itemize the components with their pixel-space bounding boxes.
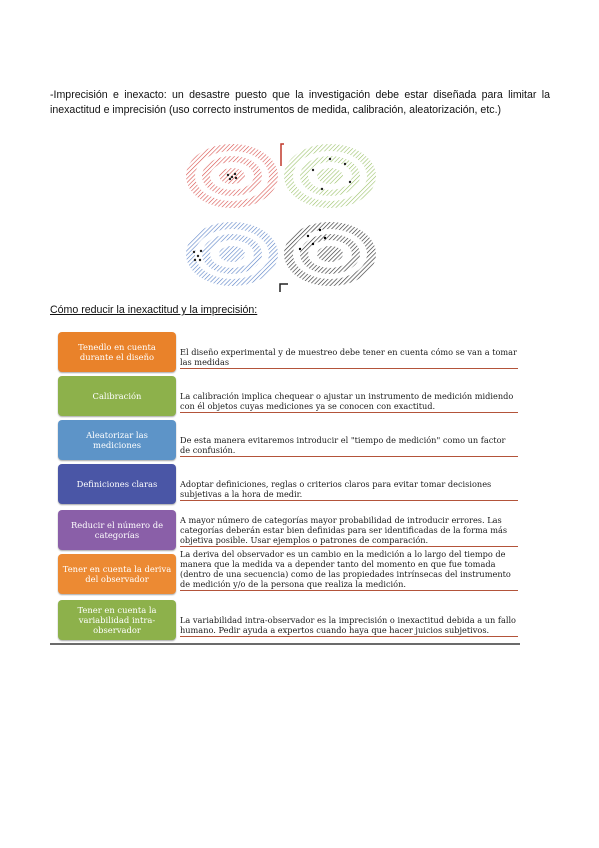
strategy-description: De esta manera evitaremos introducir el … [180, 435, 518, 457]
target-accurate-precise [186, 144, 278, 208]
strategy-label: Definiciones claras [58, 464, 176, 504]
strategy-label: Calibración [58, 376, 176, 416]
target-inaccurate [186, 222, 278, 286]
strategy-description: Adoptar definiciones, reglas o criterios… [180, 479, 518, 501]
strategy-label: Aleatorizar las mediciones [58, 420, 176, 460]
targets-illustration [186, 143, 376, 292]
strategy-row: Tenedlo en cuenta durante el diseño El d… [58, 332, 518, 372]
table-bottom-rule [50, 643, 520, 645]
strategy-row: Tener en cuenta la variabilidad intra-ob… [58, 600, 518, 640]
strategy-row: Reducir el número de categorías A mayor … [58, 510, 518, 550]
strategy-description: A mayor número de categorías mayor proba… [180, 515, 518, 547]
strategy-description: La variabilidad intra-observador es la i… [180, 615, 518, 637]
corner-mark [280, 143, 284, 166]
strategy-description: La calibración implica chequear o ajusta… [180, 391, 518, 413]
strategy-description: La deriva del observador es un cambio en… [180, 549, 518, 591]
strategy-row: Definiciones claras Adoptar definiciones… [58, 464, 518, 504]
strategy-label: Tener en cuenta la variabilidad intra-ob… [58, 600, 176, 640]
strategy-row: Tener en cuenta la deriva del observador… [58, 549, 518, 594]
target-inaccurate-imprecise [284, 222, 376, 286]
accuracy-precision-targets [180, 134, 380, 294]
strategy-description: El diseño experimental y de muestreo deb… [180, 347, 518, 369]
intro-paragraph: -Imprecisión e inexacto: un desastre pue… [50, 89, 550, 116]
section-heading: Cómo reducir la inexactitud y la impreci… [50, 304, 258, 316]
corner-mark-bottom [279, 283, 288, 292]
strategy-row: Calibración La calibración implica chequ… [58, 376, 518, 416]
strategy-label: Tener en cuenta la deriva del observador [58, 554, 176, 594]
strategy-row: Aleatorizar las mediciones De esta maner… [58, 420, 518, 460]
strategy-label: Reducir el número de categorías [58, 510, 176, 550]
target-imprecise [284, 144, 376, 208]
strategy-label: Tenedlo en cuenta durante el diseño [58, 332, 176, 372]
strategies-table: Tenedlo en cuenta durante el diseño El d… [50, 328, 520, 646]
